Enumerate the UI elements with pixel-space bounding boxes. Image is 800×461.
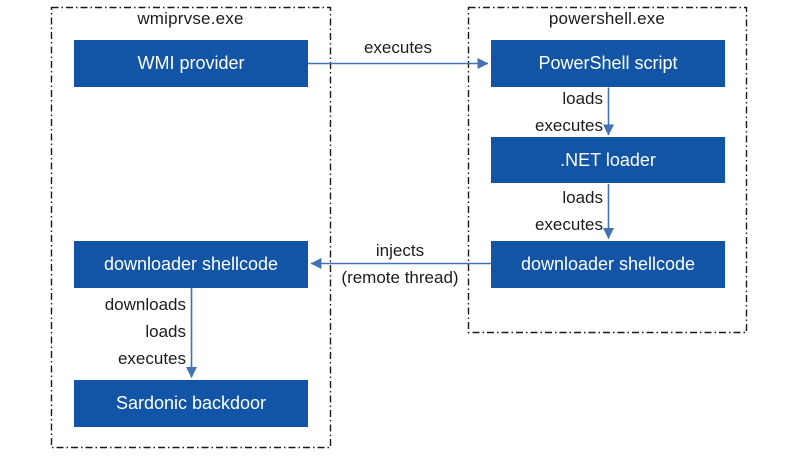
node-downloader-shellcode-right: downloader shellcode (491, 241, 725, 288)
edge-label-executes: executes (534, 116, 603, 135)
node-sardonic-backdoor: Sardonic backdoor (74, 380, 308, 427)
node-powershell-script: PowerShell script (491, 40, 725, 87)
edge-label-executes: executes (117, 349, 186, 368)
node-downloader-shellcode-left: downloader shellcode (74, 241, 308, 288)
edge-label-executes: executes (363, 38, 433, 57)
edge-label-loads: loads (562, 89, 603, 108)
edge-label-loads: loads (145, 322, 186, 341)
node-wmi-provider: WMI provider (74, 40, 308, 87)
node-net-loader: .NET loader (491, 137, 725, 183)
process-container-wmiprvse (50, 6, 332, 449)
edge-label-downloads: downloads (104, 295, 186, 314)
edge-label-loads: loads (562, 188, 603, 207)
process-title-wmiprvse: wmiprvse.exe (137, 9, 244, 28)
process-title-powershell: powershell.exe (548, 9, 666, 28)
edge-label-injects: injects (375, 241, 425, 260)
edge-label-executes: executes (534, 215, 603, 234)
edge-label-remote-thread: (remote thread) (341, 268, 459, 287)
process-container-powershell (467, 6, 748, 334)
